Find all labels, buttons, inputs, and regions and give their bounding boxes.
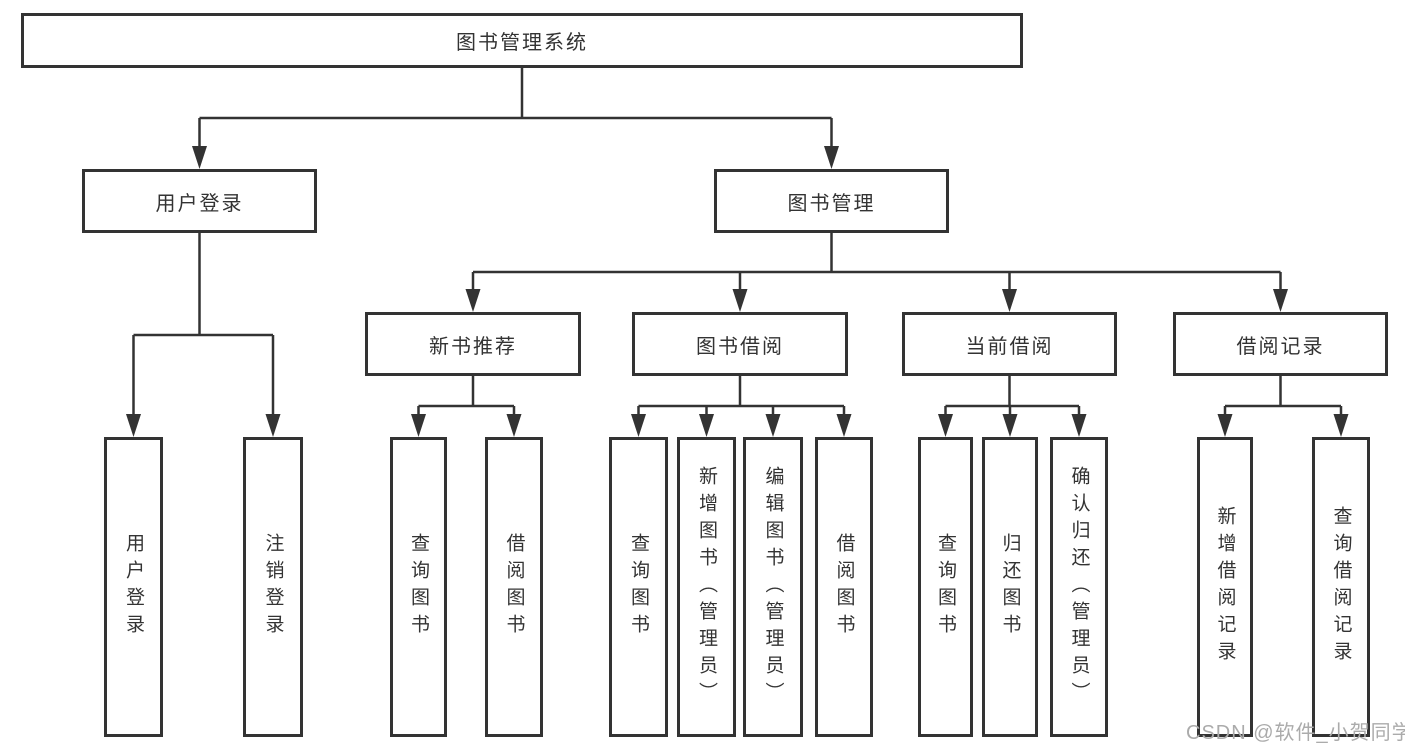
node-label: 图书借阅 [696, 335, 784, 358]
node-new-book-recommend: 新书推荐 [365, 312, 581, 376]
leaf-query-books-current: 查询图书 [918, 437, 973, 737]
leaf-label: 查询借阅记录 [1330, 506, 1352, 668]
leaf-label: 查询图书 [935, 533, 956, 641]
node-book-management: 图书管理 [714, 169, 949, 233]
leaf-label: 确认归还（管理员） [1068, 465, 1090, 709]
leaf-add-books-admin: 新增图书（管理员） [677, 437, 736, 737]
node-current-borrow: 当前借阅 [902, 312, 1117, 376]
node-label: 新书推荐 [429, 335, 517, 358]
node-user-login: 用户登录 [82, 169, 317, 233]
node-borrow-records: 借阅记录 [1173, 312, 1388, 376]
node-label: 用户登录 [155, 192, 244, 215]
node-label: 图书管理系统 [456, 32, 588, 54]
node-library-management-system: 图书管理系统 [21, 13, 1023, 68]
node-label: 借阅记录 [1236, 335, 1325, 358]
leaf-query-borrow-record: 查询借阅记录 [1312, 437, 1370, 737]
arrowheads [126, 146, 1349, 437]
leaf-logout: 注销登录 [243, 437, 303, 737]
node-label: 当前借阅 [965, 335, 1054, 358]
leaf-edit-books-admin: 编辑图书（管理员） [743, 437, 803, 737]
leaf-query-books-recommend: 查询图书 [390, 437, 447, 737]
leaf-label: 借阅图书 [503, 533, 525, 641]
leaf-label: 编辑图书（管理员） [762, 465, 784, 709]
node-label: 图书管理 [787, 192, 876, 215]
leaf-query-books-borrow: 查询图书 [609, 437, 668, 737]
leaf-return-books: 归还图书 [982, 437, 1038, 737]
node-book-borrow: 图书借阅 [632, 312, 848, 376]
leaf-label: 归还图书 [999, 533, 1021, 641]
leaf-label: 查询图书 [628, 533, 649, 641]
leaf-label: 新增图书（管理员） [696, 465, 717, 709]
leaf-borrow-books: 借阅图书 [815, 437, 873, 737]
leaf-borrow-books-recommend: 借阅图书 [485, 437, 543, 737]
leaf-user-login: 用户登录 [104, 437, 163, 737]
leaf-label: 新增借阅记录 [1214, 506, 1236, 668]
leaf-label: 用户登录 [123, 533, 144, 641]
leaf-confirm-return-admin: 确认归还（管理员） [1050, 437, 1108, 737]
leaf-label: 查询图书 [408, 533, 429, 641]
leaf-add-borrow-record: 新增借阅记录 [1197, 437, 1253, 737]
leaf-label: 借阅图书 [833, 533, 855, 641]
csdn-watermark: CSDN @软件_小贺同学 [1186, 722, 1405, 744]
leaf-label: 注销登录 [262, 533, 284, 641]
